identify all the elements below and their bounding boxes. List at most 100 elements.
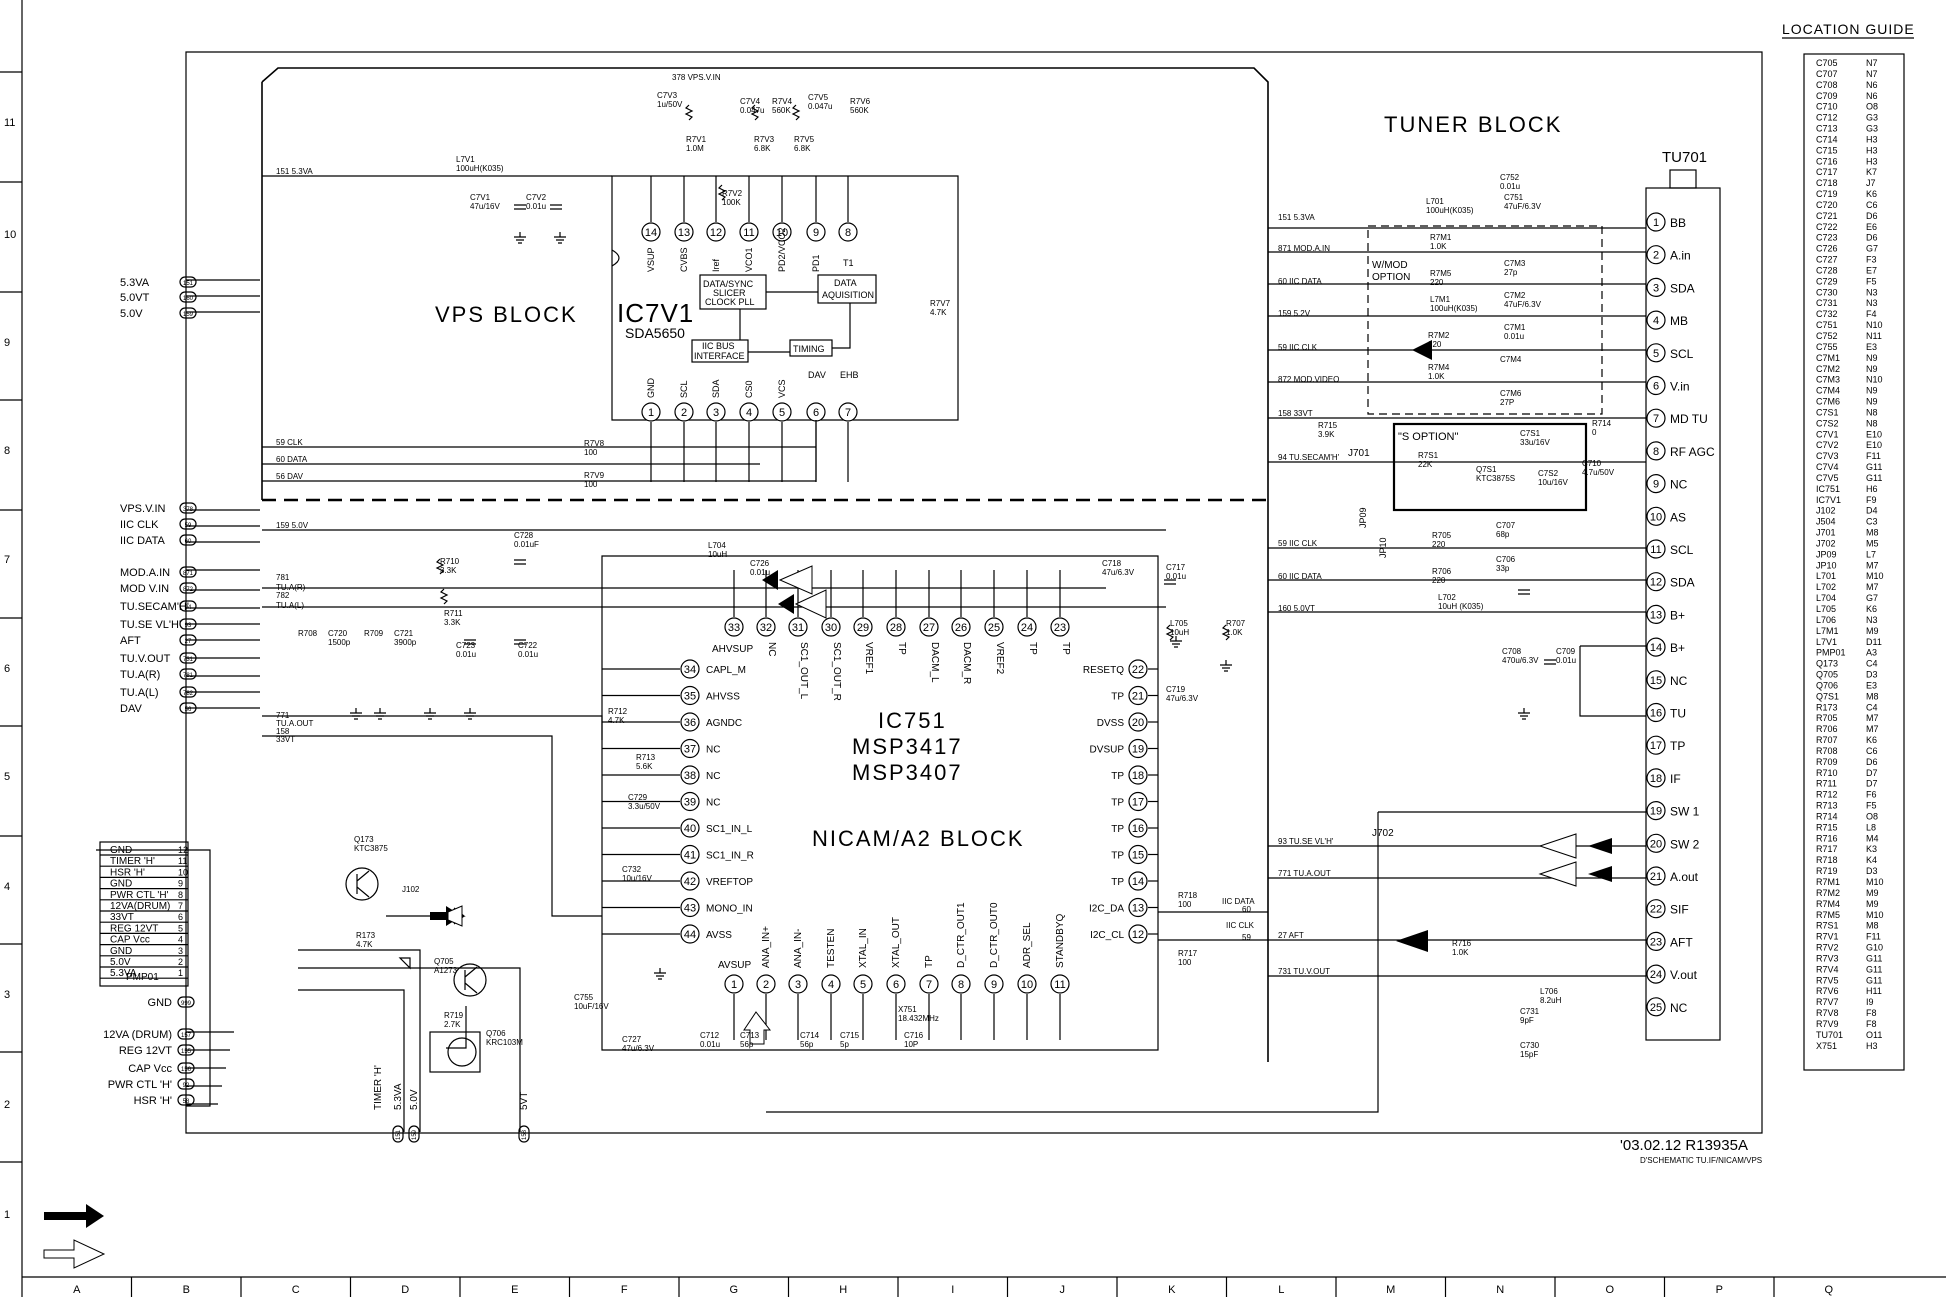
tu701-pin-1 (1646, 212, 1666, 232)
lg-ref-55: Q173 (1816, 659, 1838, 669)
tu701-pin-13-num: 13 (1650, 609, 1662, 621)
svg-text:159 5.0V: 159 5.0V (276, 521, 309, 530)
bottom-rail-1: 5.3VA (393, 1083, 404, 1110)
lg-loc-62: K6 (1866, 735, 1877, 745)
comp-c7v5-ref: C7V5 (808, 93, 829, 102)
lg-ref-56: Q705 (1816, 670, 1838, 680)
tu701-pin-17-num: 17 (1650, 740, 1662, 752)
comp-c729-ref: C729 (628, 793, 648, 802)
pmp01-num-2: 2 (178, 957, 183, 967)
comp-c752-val: 0.01u (1500, 182, 1520, 191)
ic751-pin-18 (1128, 765, 1148, 785)
lg-ref-20: C729 (1816, 276, 1838, 286)
comp-l706-val: 8.2uH (1540, 996, 1562, 1005)
ic751-pin-36 (680, 712, 700, 732)
comp-q173-ref: Q173 (354, 835, 374, 844)
comp-r7v2-val: 100K (722, 198, 741, 207)
comp-l704-val: 10uH (708, 550, 727, 559)
lg-loc-20: F5 (1866, 276, 1877, 286)
lg-ref-41: J102 (1816, 506, 1836, 516)
left-signal-2: 5.0V (120, 308, 143, 320)
footer-subtitle: D'SCHEMATIC TU.IF/NICAM/VPS (1640, 1156, 1762, 1165)
lg-ref-44: J702 (1816, 538, 1836, 548)
lg-ref-21: C730 (1816, 287, 1838, 297)
left-signal-pin-2 (179, 307, 197, 319)
comp-l702-ref: L702 (1438, 593, 1456, 602)
left-signal-11: TU.V.OUT (120, 653, 171, 665)
comp-c731-ref: C731 (1520, 1007, 1540, 1016)
ic751-pin-label-39: NC (706, 798, 720, 809)
ic7v1-pin-label-5: VCS (777, 379, 787, 398)
lg-loc-8: H3 (1866, 145, 1878, 155)
comp-r7v1-ref: R7V1 (686, 135, 707, 144)
lg-loc-4: O8 (1866, 102, 1878, 112)
pmp01-row-7: 12VA(DRUM) (110, 901, 170, 912)
tu701-pin-6-num: 6 (1653, 381, 1659, 393)
ic751-pin-label-30: SC1_OUT_R (831, 642, 842, 701)
left-signal-pin-3 (179, 502, 197, 514)
comp-r711-val: 3.3K (444, 618, 461, 627)
tu701-pin-16-num: 16 (1650, 708, 1662, 720)
tu701-pin-label-2: A.in (1670, 249, 1691, 263)
lg-ref-88: R7V9 (1816, 1019, 1839, 1029)
lg-ref-69: R714 (1816, 811, 1838, 821)
comp-c720-ref: C720 (328, 629, 348, 638)
left-signal-7: MOD V.IN (120, 583, 169, 595)
comp-c7m1-ref: C7M1 (1504, 323, 1526, 332)
ic751-pin-label-32: NC (766, 642, 777, 656)
ic751-pin-17 (1128, 791, 1148, 812)
ic751-pin-12 (1128, 924, 1148, 944)
comp-c755-ref: C755 (574, 993, 594, 1002)
lg-loc-16: D6 (1866, 233, 1878, 243)
ic751-pin-7 (919, 974, 939, 994)
comp-r707-val: 1.0K (1226, 628, 1243, 637)
lg-ref-50: L705 (1816, 604, 1836, 614)
lg-ref-34: C7V1 (1816, 429, 1839, 439)
pmp01-num-9: 9 (178, 879, 183, 889)
comp-r713-val: 5.6K (636, 762, 653, 771)
comp-q7s1-ref: Q7S1 (1476, 465, 1497, 474)
lg-loc-69: O8 (1866, 811, 1878, 821)
ic751-pin-9 (984, 974, 1004, 994)
comp-r709-ref: R709 (364, 629, 384, 638)
comp-r7v3-val: 6.8K (754, 144, 771, 153)
ic751-pin-label-37: NC (706, 745, 720, 756)
lg-loc-18: F3 (1866, 255, 1877, 265)
left-signal-4: IIC CLK (120, 519, 159, 531)
grid-col-M: M (1386, 1284, 1395, 1296)
tu701-pin-14-num: 14 (1650, 642, 1662, 654)
lg-ref-28: C7M2 (1816, 364, 1840, 374)
lg-loc-46: M7 (1866, 560, 1879, 570)
comp-r710-val: 3.3K (440, 566, 457, 575)
tu701-pin-label-8: RF AGC (1670, 445, 1715, 459)
svg-text:731 TU.V.OUT: 731 TU.V.OUT (1278, 967, 1330, 976)
lg-loc-29: N10 (1866, 375, 1883, 385)
svg-text:TU.A.OUT: TU.A.OUT (276, 719, 313, 728)
ic751-pin-label-22: RESETQ (1083, 665, 1124, 676)
comp-c712-ref: C712 (700, 1031, 720, 1040)
comp-c719-ref: C719 (1166, 685, 1186, 694)
pmp01-row-1: 5.3VA (110, 968, 137, 979)
tu701-pin-label-13: B+ (1670, 608, 1685, 622)
lg-ref-89: TU701 (1816, 1030, 1843, 1040)
tu701-pin-12 (1646, 572, 1666, 592)
comp-c712-val: 0.01u (700, 1040, 720, 1049)
grid-row-5: 5 (4, 771, 10, 783)
ic7v1-pin-5 (772, 402, 792, 422)
lg-loc-58: M8 (1866, 691, 1879, 701)
tu701-pin-label-20: SW 2 (1670, 837, 1700, 851)
comp-r7v6-ref: R7V6 (850, 97, 871, 106)
ic751-pin-label-35: AHVSS (706, 692, 740, 703)
lg-loc-68: F5 (1866, 801, 1877, 811)
comp-c7v3-val: 1u/50V (657, 100, 683, 109)
ic751-pin-38-num: 38 (684, 770, 696, 782)
tu701-pin-14 (1646, 637, 1666, 657)
lg-loc-83: G11 (1866, 964, 1882, 974)
tu701-pin-15 (1646, 670, 1666, 690)
lg-ref-86: R7V7 (1816, 997, 1839, 1007)
left-signal-pin-14 (179, 702, 197, 714)
tu701-pin-label-7: MD TU (1670, 412, 1708, 426)
lg-loc-27: N9 (1866, 353, 1878, 363)
svg-text:93 TU.SE VL'H': 93 TU.SE VL'H' (1278, 837, 1334, 846)
ic751-pin-label-43: MONO_IN (706, 904, 753, 915)
